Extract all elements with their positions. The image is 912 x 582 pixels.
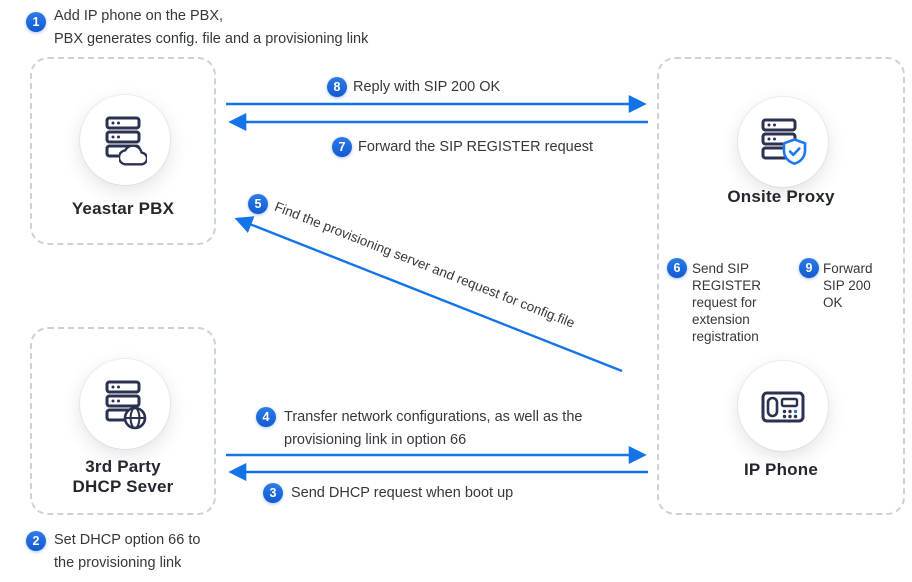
step7-badge: 7 bbox=[332, 137, 352, 157]
note1-text: Add IP phone on the PBX, PBX generates c… bbox=[54, 5, 368, 51]
pbx-icon-circle bbox=[80, 95, 170, 185]
step6-badge: 6 bbox=[667, 258, 687, 278]
note2-text: Set DHCP option 66 to the provisioning l… bbox=[54, 529, 200, 575]
phone-icon-circle bbox=[738, 361, 828, 451]
step4-text: Transfer network configurations, as well… bbox=[284, 406, 582, 452]
dhcp-node-box: 3rd Party DHCP Sever bbox=[30, 327, 216, 515]
step3-label: Send DHCP request when boot up bbox=[291, 485, 514, 501]
note2-line2: the provisioning link bbox=[54, 555, 182, 571]
proxy-icon-circle bbox=[738, 97, 828, 187]
dhcp-label-line1: 3rd Party bbox=[85, 457, 161, 476]
step9-badge: 9 bbox=[799, 258, 819, 278]
step9-label: Forward SIP 200 OK bbox=[823, 261, 873, 310]
pbx-label: Yeastar PBX bbox=[71, 199, 175, 218]
note2-line1: Set DHCP option 66 to bbox=[54, 532, 201, 548]
step6-label: Send SIP REGISTER request for extension … bbox=[692, 261, 762, 344]
note2-badge: 2 bbox=[26, 531, 46, 551]
dhcp-label-line2: DHCP Sever bbox=[72, 477, 174, 496]
server-shield-check-icon bbox=[761, 118, 807, 165]
dhcp-icon-circle bbox=[80, 359, 170, 449]
step4-line1: Transfer network configurations, as well… bbox=[284, 409, 583, 425]
dhcp-label: 3rd Party DHCP Sever bbox=[32, 457, 214, 497]
step3-badge: 3 bbox=[263, 483, 283, 503]
step7-label: Forward the SIP REGISTER request bbox=[358, 139, 594, 155]
step5-label: Find the provisioning server and request… bbox=[272, 199, 577, 331]
proxy-label: Onsite Proxy bbox=[727, 187, 835, 206]
onsite-node-box: Onsite Proxy IP Phone bbox=[657, 57, 905, 515]
server-cloud-icon bbox=[105, 116, 147, 166]
pbx-node-box: Yeastar PBX bbox=[30, 57, 216, 245]
phone-label: IP Phone bbox=[743, 460, 819, 479]
note1-line1: Add IP phone on the PBX, bbox=[54, 8, 224, 24]
server-globe-icon bbox=[105, 380, 147, 430]
note1-badge: 1 bbox=[26, 12, 46, 32]
step5-badge: 5 bbox=[248, 194, 268, 214]
step8-label: Reply with SIP 200 OK bbox=[353, 79, 501, 95]
desk-phone-icon bbox=[761, 391, 805, 423]
arrow-step5 bbox=[234, 216, 623, 373]
step8-badge: 8 bbox=[327, 77, 347, 97]
step4-line2: provisioning link in option 66 bbox=[284, 432, 467, 448]
step4-badge: 4 bbox=[256, 407, 276, 427]
note1-line2: PBX generates config. file and a provisi… bbox=[54, 31, 369, 47]
